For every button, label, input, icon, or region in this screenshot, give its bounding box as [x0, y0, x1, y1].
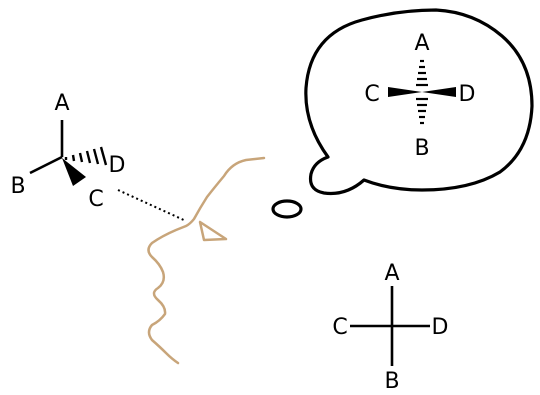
atom-label-a: A	[54, 91, 69, 116]
eye-icon	[198, 220, 228, 242]
fischer-label-a: A	[384, 261, 399, 286]
thought-dot	[271, 199, 303, 219]
atom-label-c: C	[88, 187, 103, 212]
hashed-bond-up	[416, 59, 428, 87]
wedge-bond-c	[62, 158, 86, 186]
atom-label-d: D	[109, 153, 126, 178]
bubble-label-b: B	[414, 136, 429, 161]
wedge-bond-right	[422, 87, 456, 97]
atom-label-b: B	[10, 174, 25, 199]
thought-projection: A C D B	[364, 31, 475, 161]
hashed-bond-d	[64, 146, 108, 166]
bubble-label-a: A	[414, 31, 429, 56]
hashed-bond-down	[416, 97, 428, 125]
fischer-label-b: B	[384, 369, 399, 394]
fischer-label-c: C	[332, 315, 347, 340]
fischer-label-d: D	[432, 315, 449, 340]
face-profile-icon	[147, 156, 266, 365]
thought-bubble	[304, 8, 534, 196]
bubble-label-c: C	[364, 82, 379, 107]
bond-center-b	[29, 155, 63, 175]
fischer-projection: A C D B	[332, 261, 448, 394]
wedge-bond-left	[388, 87, 422, 97]
bubble-label-d: D	[459, 82, 476, 107]
wedge-dash-molecule: A B D C	[10, 91, 125, 212]
dotted-sight-line	[117, 189, 187, 222]
